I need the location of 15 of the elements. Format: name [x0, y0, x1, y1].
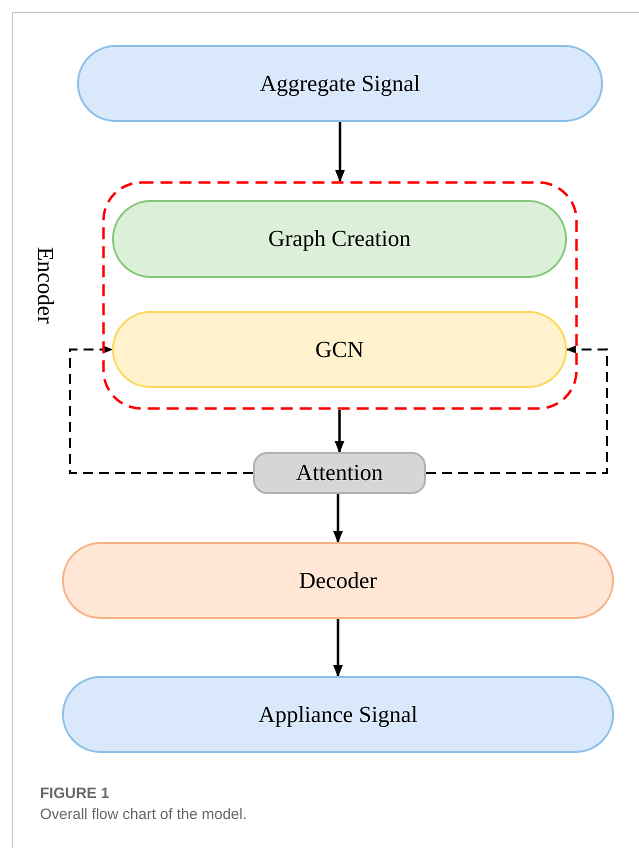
process-box: Appliance Signal — [62, 676, 614, 753]
process-box: GCN — [112, 311, 567, 388]
process-box: Decoder — [62, 542, 614, 619]
process-box: Graph Creation — [112, 200, 567, 278]
group-label: Encoder — [34, 247, 57, 324]
arrow — [333, 619, 343, 678]
arrow — [334, 410, 344, 454]
process-box: Attention — [253, 452, 426, 494]
figure-title: FIGURE 1 — [40, 785, 110, 802]
figure-caption: Overall flow chart of the model. — [40, 806, 247, 823]
arrow — [333, 494, 343, 544]
process-box: Aggregate Signal — [77, 45, 603, 122]
arrow — [69, 346, 253, 474]
arrow — [426, 346, 608, 474]
arrow — [335, 122, 345, 182]
